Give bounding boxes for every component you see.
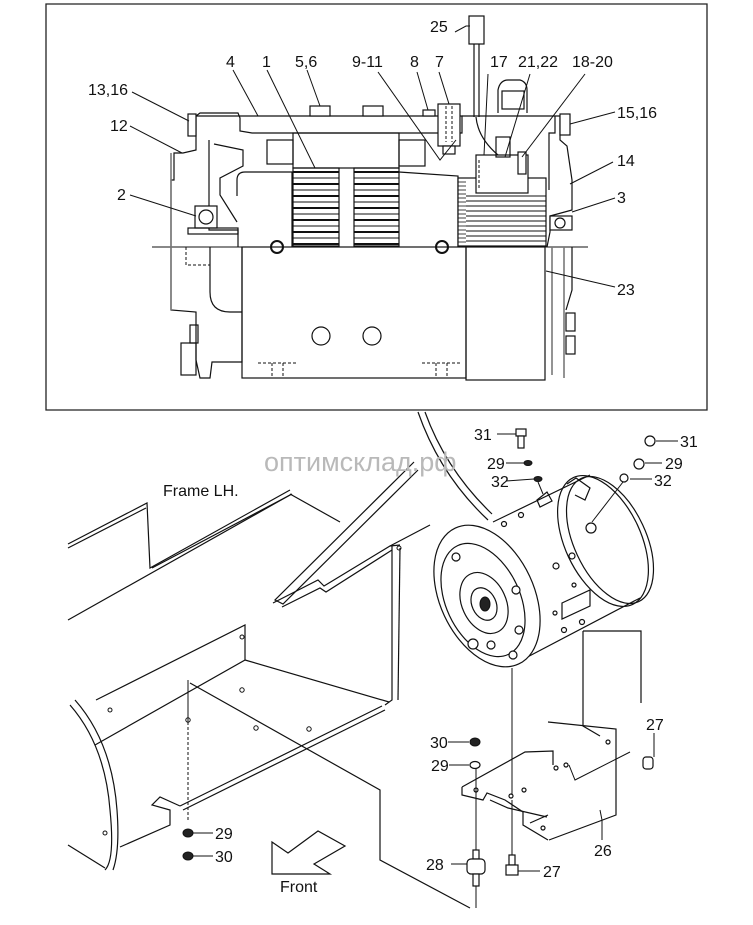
sensor-connector-25 [468, 15, 485, 45]
terminal-inner [501, 90, 525, 110]
nut-30-bottom [182, 851, 194, 861]
left-housing-inner [236, 171, 293, 247]
callout-29-bottom: 29 [215, 826, 233, 843]
callout-30-bottom: 30 [215, 849, 233, 866]
end-cover-ribs [551, 247, 565, 378]
callout-14: 14 [617, 153, 635, 170]
end-nut-b [565, 335, 576, 355]
front-arrow-icon [271, 830, 347, 875]
frame-arc-inner [424, 411, 493, 515]
callout-7: 7 [435, 54, 444, 71]
bolt-5-6-a [309, 105, 331, 117]
body-dash-b [422, 362, 460, 378]
left-housing-lower [209, 247, 242, 313]
bolt-13-16 [187, 113, 197, 137]
sensor-wire-curve [475, 116, 499, 156]
callout-12: 12 [110, 118, 128, 135]
stator-right-pocket [398, 139, 426, 167]
bolt-5-6-b [362, 105, 384, 117]
callout-26: 26 [594, 843, 612, 860]
bracket-26 [461, 630, 642, 855]
o-ring-left [270, 240, 284, 254]
watermark: оптимсклад.рф [264, 447, 457, 477]
washer-29-mid [469, 760, 481, 770]
frame-lh-label: Frame LH. [163, 483, 239, 500]
front-label: Front [280, 879, 318, 896]
armature-taper [398, 171, 459, 247]
callout-9-11: 9-11 [352, 54, 383, 71]
callout-3: 3 [617, 190, 626, 207]
motor-lower-body [241, 246, 467, 379]
frame-lh [67, 461, 471, 909]
body-bolt-a [311, 326, 331, 346]
left-housing-small-nut [189, 324, 199, 344]
plug-7-nut [442, 145, 456, 155]
callout-4: 4 [226, 54, 235, 71]
callout-2: 2 [117, 187, 126, 204]
callout-29-left: 29 [487, 456, 505, 473]
frame-arc [417, 411, 489, 521]
callout-32-left: 32 [491, 474, 509, 491]
callout-18-20: 18-20 [572, 54, 613, 71]
bearing-left [194, 205, 218, 229]
callout-31-left: 31 [474, 427, 492, 444]
bolt-27-bottom [505, 854, 519, 876]
callout-23: 23 [617, 282, 635, 299]
body-dash-a [258, 362, 297, 378]
left-housing-lower-dashed [185, 247, 211, 266]
o-ring-right [435, 240, 449, 254]
motor-end-cover-23 [465, 246, 546, 381]
callout-28: 28 [426, 857, 444, 874]
callout-27-top: 27 [646, 717, 664, 734]
callout-31-right: 31 [680, 434, 698, 451]
exploded-view: Frame LH. Front 31 29 32 31 29 32 27 30 … [67, 411, 698, 909]
bolt-27-right [642, 756, 654, 770]
bearing-left-ball [198, 209, 214, 225]
callout-17: 17 [490, 54, 508, 71]
stator-upper-block [292, 132, 400, 169]
end-nut-a [565, 312, 576, 332]
callout-5-6: 5,6 [295, 54, 317, 71]
callout-1: 1 [262, 54, 271, 71]
left-housing-fin [213, 143, 244, 223]
washer-29-bottom [182, 828, 194, 838]
bearing-left-shaft [187, 227, 239, 235]
brush-block [495, 136, 511, 158]
callout-29-mid: 29 [431, 758, 449, 775]
callout-27-bottom: 27 [543, 864, 561, 881]
isolator-mount-28 [466, 766, 486, 908]
lower-leader-lines [193, 433, 678, 872]
screw-18-20 [517, 151, 527, 175]
section-view-motor: 25 4 1 5,6 9-11 8 7 17 21,22 18-20 13,16… [45, 3, 708, 411]
callout-29-right: 29 [665, 456, 683, 473]
callout-8: 8 [410, 54, 419, 71]
bearing-right-ball [554, 217, 566, 229]
pin-8 [422, 109, 436, 117]
upper-leader-lines [129, 25, 616, 288]
plug-7 [437, 103, 461, 147]
end-cover-flange [565, 247, 573, 311]
callout-32-right: 32 [654, 473, 672, 490]
section-view-border-box [45, 3, 708, 411]
callout-30-mid: 30 [430, 735, 448, 752]
motor-body [433, 474, 655, 668]
bolt-15-16 [559, 113, 571, 136]
left-housing-foot [180, 342, 197, 376]
plug-7-dash [445, 106, 453, 142]
bearing-right [549, 215, 573, 231]
callout-15-16: 15,16 [617, 105, 657, 122]
callout-21-22: 21,22 [518, 54, 558, 71]
callout-13-16: 13,16 [88, 82, 128, 99]
left-housing-pocket [266, 139, 294, 165]
stator-laminations [292, 167, 400, 247]
body-bolt-b [362, 326, 382, 346]
callout-25: 25 [430, 19, 448, 36]
hardware-top [515, 428, 656, 523]
nut-30-mid [469, 737, 481, 747]
